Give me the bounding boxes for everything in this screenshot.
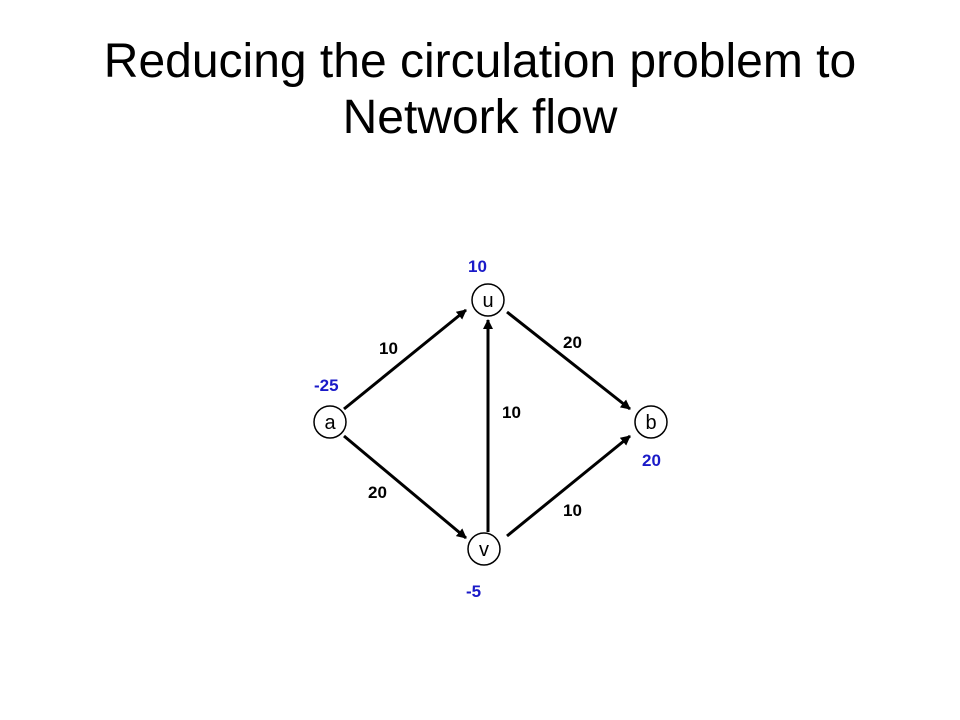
capacity-label-u-b: 20 [563, 333, 582, 352]
capacity-label-a-v: 20 [368, 483, 387, 502]
demand-label-v: -5 [466, 582, 481, 601]
node-v: v [467, 532, 501, 566]
demand-label-u: 10 [468, 257, 487, 276]
edge-v-to-b [506, 434, 631, 538]
slide-title: Reducing the circulation problem to Netw… [40, 34, 920, 146]
node-a: a [313, 405, 347, 439]
capacity-label-a-u: 10 [379, 339, 398, 358]
edge-u-to-b [506, 310, 631, 411]
node-u: u [471, 283, 505, 317]
node-a-label: a [324, 412, 336, 434]
capacity-label-v-b: 10 [563, 501, 582, 520]
demand-label-b: 20 [642, 451, 661, 470]
capacity-label-v-u: 10 [502, 403, 521, 422]
node-b: b [634, 405, 668, 439]
node-b-label: b [645, 412, 656, 434]
slide-title-line-2: Network flow [342, 91, 618, 144]
slide-title-line-1: Reducing the circulation problem to [103, 35, 857, 88]
edge-a-to-v [343, 434, 467, 540]
edge-a-to-u [343, 308, 467, 411]
node-v-label: v [479, 539, 489, 561]
demand-label-a: -25 [314, 376, 339, 395]
node-u-label: u [482, 290, 493, 312]
